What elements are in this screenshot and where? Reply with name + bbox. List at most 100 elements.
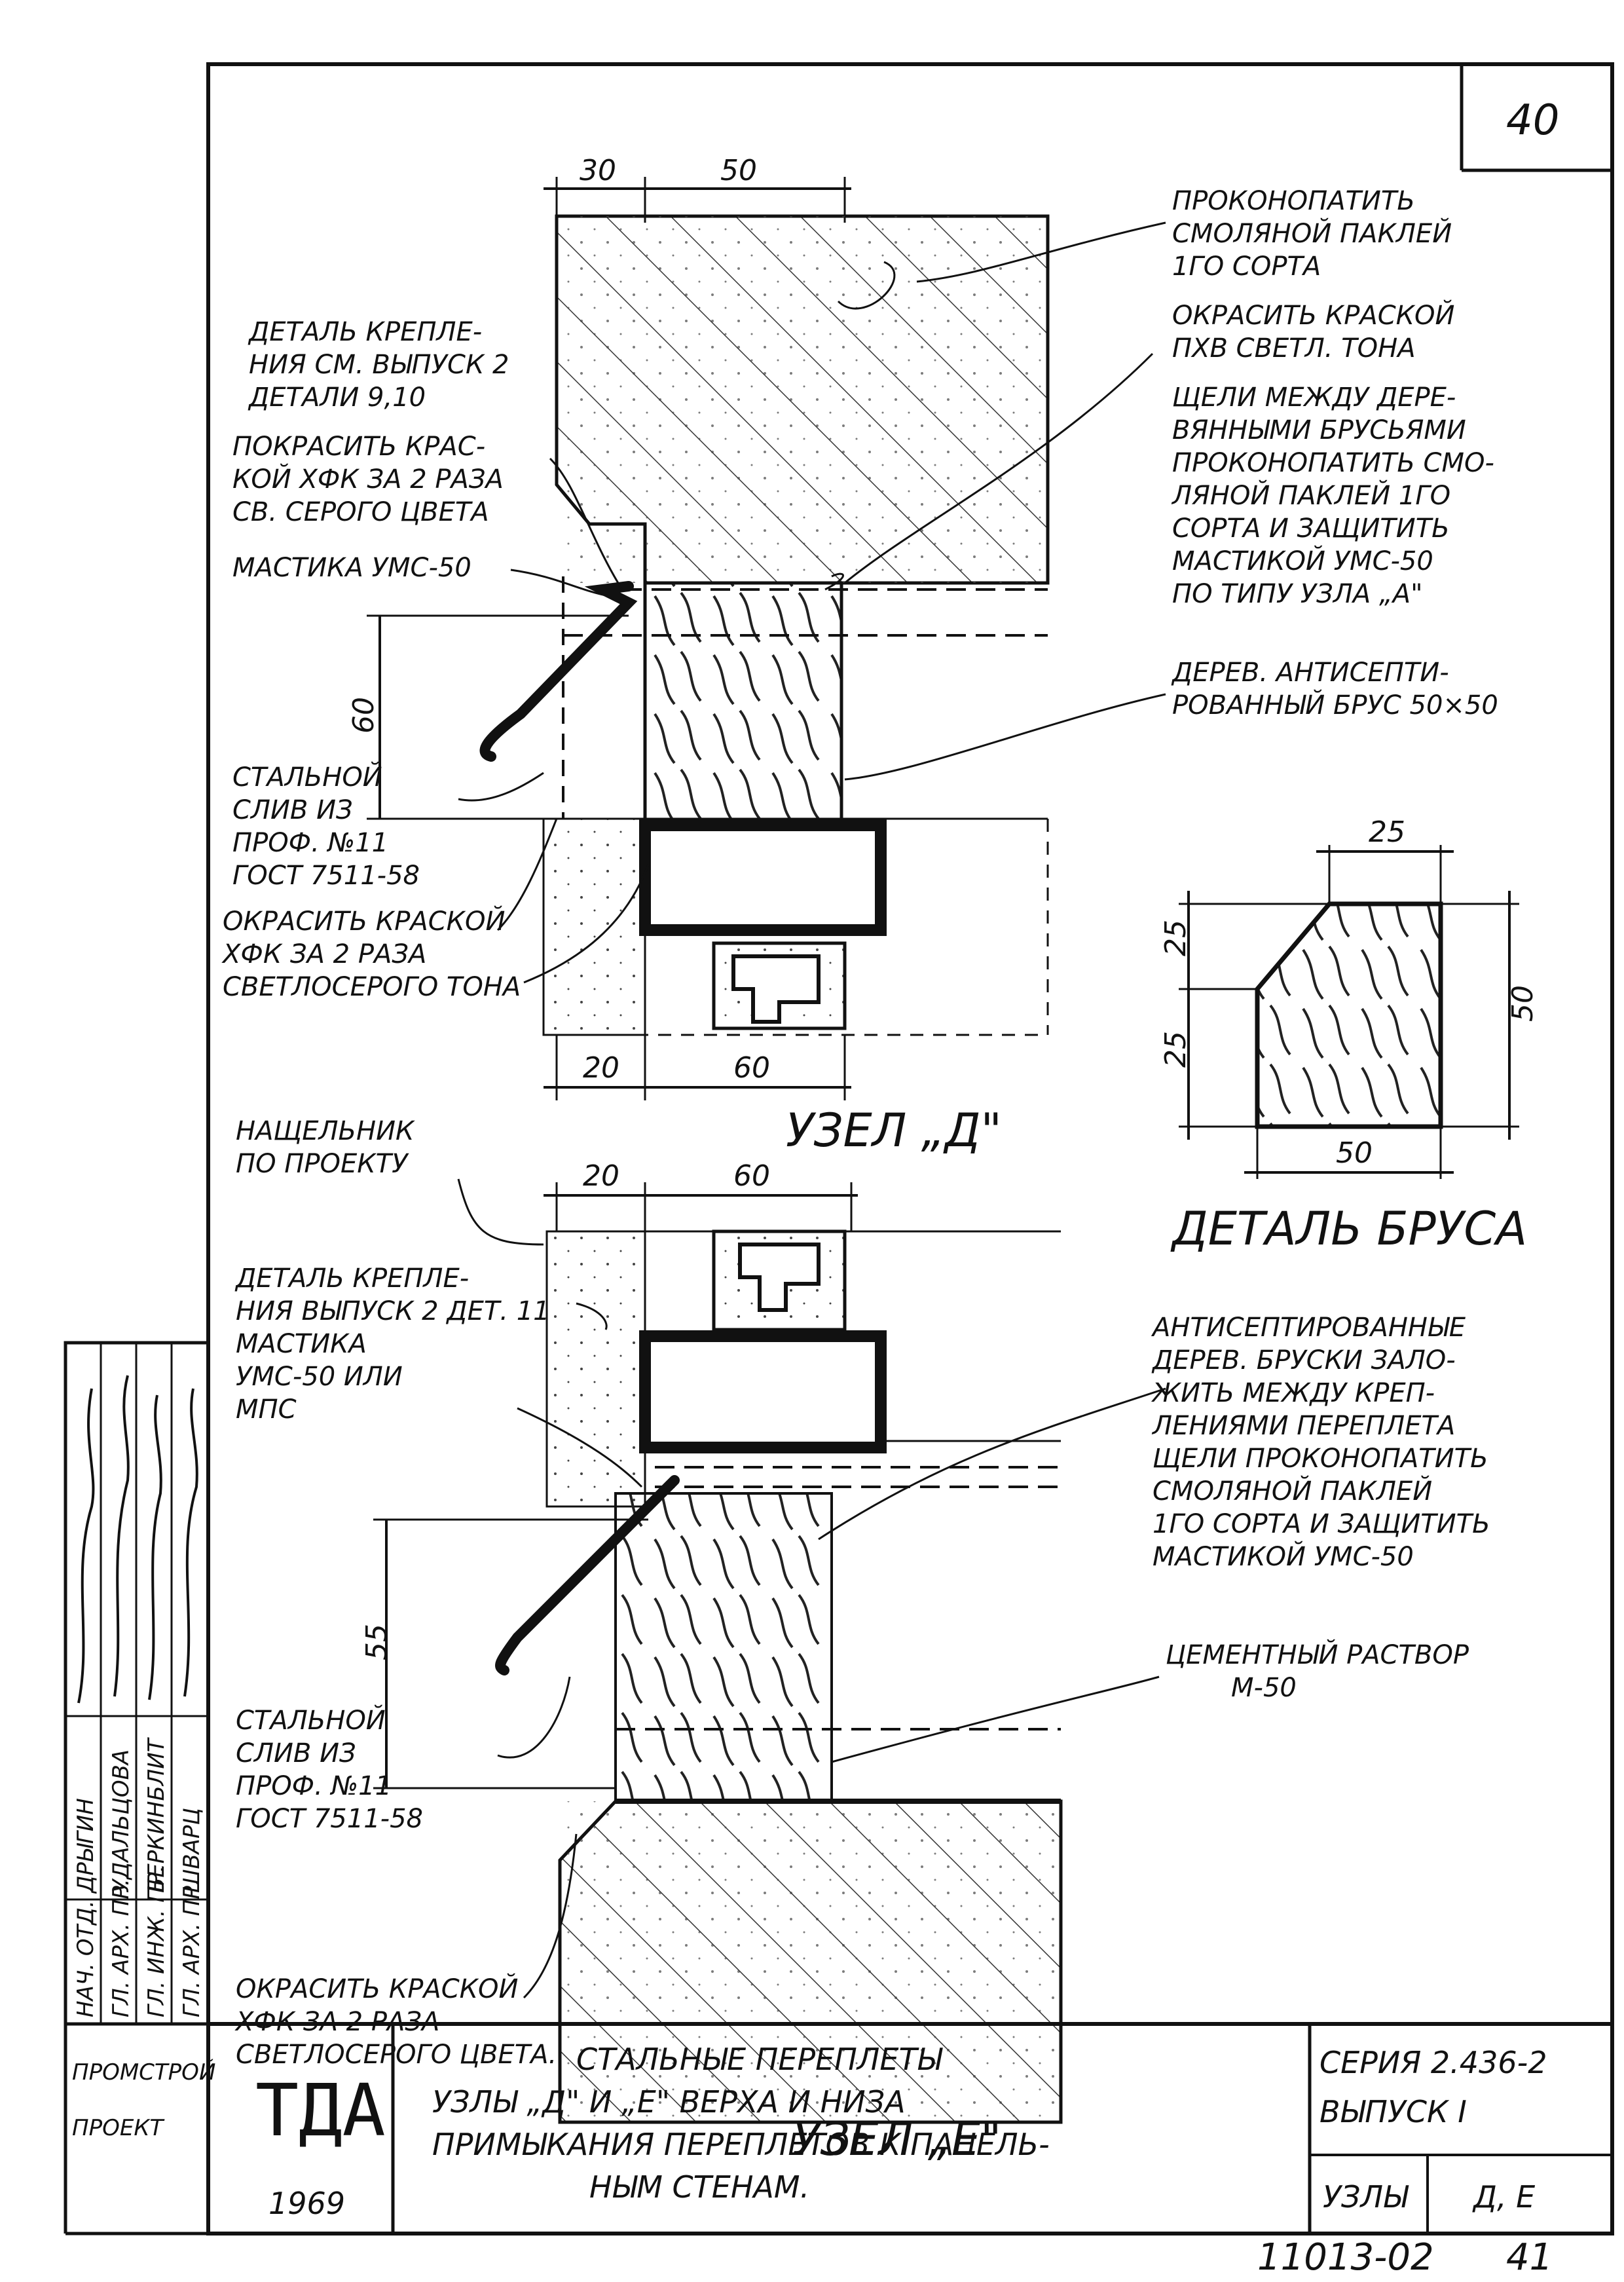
note-e-r9: М-50 xyxy=(1231,1673,1297,1703)
dim-e-top-left: 20 xyxy=(583,1159,619,1193)
node-d-notes-left: ДЕТАЛЬ КРЕПЛЕ- НИЯ СМ. ВЫПУСК 2 ДЕТАЛИ 9… xyxy=(221,317,521,1002)
note-d-l0: ДЕТАЛЬ КРЕПЛЕ- xyxy=(248,317,482,347)
note-d-r13: РОВАННЫЙ БРУС 50×50 xyxy=(1172,689,1498,720)
note-e-l10: ГОСТ 7511-58 xyxy=(236,1804,423,1834)
wood-bar-e xyxy=(614,1492,833,1803)
node-d-title: УЗЕЛ „Д" xyxy=(786,1104,1002,1157)
detail-dim-left-top: 25 xyxy=(1159,920,1192,956)
note-d-l11: ОКРАСИТЬ КРАСКОЙ xyxy=(223,905,505,937)
note-e-r5: СМОЛЯНОЙ ПАКЛЕЙ xyxy=(1153,1475,1432,1506)
series-line-0: СЕРИЯ 2.436-2 xyxy=(1320,2045,1547,2080)
node-d: 30 50 60 20 xyxy=(221,154,1498,1157)
note-d-r1: СМОЛЯНОЙ ПАКЛЕЙ xyxy=(1172,217,1452,249)
steel-flashing-e xyxy=(495,1475,680,1675)
note-e-l13: СВЕТЛОСЕРОГО ЦВЕТА. xyxy=(236,2040,557,2070)
note-e-r3: ЛЕНИЯМИ ПЕРЕПЛЕТА xyxy=(1151,1411,1455,1441)
detail-dim-left-bottom: 25 xyxy=(1159,1031,1192,1068)
role-3: ГЛ. АРХ. ПР. xyxy=(179,1879,205,2017)
note-e-l5: УМС-50 ИЛИ xyxy=(236,1362,403,1392)
nodes-label: УЗЛЫ xyxy=(1323,2179,1409,2215)
logo: ТДА xyxy=(255,2068,386,2152)
node-e-notes-left: НАЩЕЛЬНИК ПО ПРОЕКТУ ДЕТАЛЬ КРЕПЛЕ- НИЯ … xyxy=(234,1116,557,2070)
note-d-l9: ПРОФ. №11 xyxy=(232,828,388,858)
detail-title: ДЕТАЛЬ БРУСА xyxy=(1170,1202,1527,1256)
name-0: ДРЫГИН xyxy=(73,1798,99,1894)
note-e-l2: ДЕТАЛЬ КРЕПЛЕ- xyxy=(234,1263,469,1294)
note-e-l4: МАСТИКА xyxy=(236,1329,367,1359)
title-block: ПРОМСТРОЙ ПРОЕКТ ТДА 1969 СТАЛЬНЫЕ ПЕРЕП… xyxy=(64,2022,1612,2235)
node-e-notes-right: АНТИСЕПТИРОВАННЫЕ ДЕРЕВ. БРУСКИ ЗАЛО- ЖИ… xyxy=(1151,1313,1490,1703)
note-e-l1: ПО ПРОЕКТУ xyxy=(236,1149,409,1179)
note-d-l6: МАСТИКА УМС-50 xyxy=(232,553,471,583)
name-1: УДАЛЬЦОВА xyxy=(108,1749,134,1893)
title-line-3: НЫМ СТЕНАМ. xyxy=(589,2169,809,2205)
year: 1969 xyxy=(268,2186,345,2221)
note-e-r1: ДЕРЕВ. БРУСКИ ЗАЛО- xyxy=(1151,1345,1456,1375)
note-e-l9: ПРОФ. №11 xyxy=(236,1771,392,1801)
note-e-l11: ОКРАСИТЬ КРАСКОЙ xyxy=(236,1973,518,2004)
handwritten-signatures xyxy=(77,1375,198,1704)
name-3: ШВАРЦ xyxy=(179,1808,205,1893)
role-1: ГЛ. АРХ. ПР. xyxy=(108,1879,134,2017)
node-d-leaders xyxy=(458,221,1166,984)
note-d-l2: ДЕТАЛИ 9,10 xyxy=(248,383,426,413)
cover-strip xyxy=(545,1230,646,1508)
note-e-l3: НИЯ ВЫПУСК 2 ДЕТ. 11 xyxy=(236,1296,550,1326)
steel-frame-profile xyxy=(639,819,887,936)
note-d-r6: ВЯННЫМИ БРУСЬЯМИ xyxy=(1172,415,1466,445)
note-e-r6: 1ГО СОРТА И ЗАЩИТИТЬ xyxy=(1153,1509,1490,1539)
title-line-0: СТАЛЬНЫЕ ПЕРЕПЛЕТЫ xyxy=(576,2042,944,2077)
note-d-r2: 1ГО СОРТА xyxy=(1172,252,1321,282)
bottom-page: 41 xyxy=(1506,2236,1553,2279)
node-e-height-dimension: 55 xyxy=(360,1518,648,1789)
detail-dim-top: 25 xyxy=(1369,815,1405,849)
detail-dim-bottom: 50 xyxy=(1336,1136,1373,1170)
note-d-l13: СВЕТЛОСЕРОГО ТОНА xyxy=(223,972,521,1002)
sheet-number: 40 xyxy=(1506,96,1559,145)
detail-bar: 25 25 25 50 50 ДЕТАЛЬ БРУСА xyxy=(1159,815,1540,1256)
note-e-l6: МПС xyxy=(236,1394,297,1425)
note-d-l5: СВ. СЕРОГО ЦВЕТА xyxy=(232,497,489,527)
steel-frame-profile-e xyxy=(639,1330,887,1453)
title-line-1: УЗЛЫ „Д" И „Е" ВЕРХА И НИЗА xyxy=(432,2084,906,2120)
note-d-l4: КОЙ ХФК ЗА 2 РАЗА xyxy=(232,463,504,495)
note-d-l10: ГОСТ 7511-58 xyxy=(232,861,420,891)
name-2: БЕРКИНБЛИТ xyxy=(143,1737,170,1893)
node-e-leaders xyxy=(457,1178,1166,1999)
note-e-r8: ЦЕМЕНТНЫЙ РАСТВОР xyxy=(1166,1639,1469,1670)
note-e-r2: ЖИТЬ МЕЖДУ КРЕП- xyxy=(1151,1378,1435,1408)
note-d-l1: НИЯ СМ. ВЫПУСК 2 xyxy=(249,350,509,380)
note-d-r7: ПРОКОНОПАТИТЬ СМО- xyxy=(1172,448,1494,478)
note-d-l7: СТАЛЬНОЙ xyxy=(232,761,382,793)
note-d-l3: ПОКРАСИТЬ КРАС- xyxy=(232,432,485,462)
node-d-top-dimensions: 30 50 xyxy=(544,154,851,223)
note-d-r5: ЩЕЛИ МЕЖДУ ДЕРЕ- xyxy=(1172,383,1456,413)
series-line-1: ВЫПУСК I xyxy=(1320,2094,1467,2129)
note-d-l12: ХФК ЗА 2 РАЗА xyxy=(221,939,426,969)
note-d-r12: ДЕРЕВ. АНТИСЕПТИ- xyxy=(1171,658,1449,688)
org-line-1: ПРОЕКТ xyxy=(72,2115,164,2141)
signature-strip: НАЧ. ОТД. ГЛ. АРХ. ПР. ГЛ. ИНЖ. ПР. ГЛ. … xyxy=(64,1341,210,2026)
note-d-r10: МАСТИКОЙ УМС-50 xyxy=(1172,545,1433,576)
note-d-l8: СЛИВ ИЗ xyxy=(232,795,353,825)
note-e-r4: ЩЕЛИ ПРОКОНОПАТИТЬ xyxy=(1153,1444,1488,1474)
wood-bar xyxy=(643,581,843,827)
note-e-r7: МАСТИКОЙ УМС-50 xyxy=(1153,1541,1414,1572)
title-line-2: ПРИМЫКАНИЯ ПЕРЕПЛЕТОВ К ПАНЕЛЬ- xyxy=(432,2127,1050,2162)
role-0: НАЧ. ОТД. xyxy=(73,1900,99,2017)
dim-e-height: 55 xyxy=(360,1624,394,1660)
note-d-r9: СОРТА И ЗАЩИТИТЬ xyxy=(1172,514,1450,544)
node-d-notes-right: ПРОКОНОПАТИТЬ СМОЛЯНОЙ ПАКЛЕЙ 1ГО СОРТА … xyxy=(1171,186,1498,720)
dim-d-bottom-right: 60 xyxy=(733,1051,770,1085)
dim-d-bottom-left: 20 xyxy=(583,1051,619,1085)
nodes-value: Д, Е xyxy=(1472,2179,1535,2215)
note-d-r11: ПО ТИПУ УЗЛА „А" xyxy=(1172,579,1422,609)
dim-d-top-left: 30 xyxy=(580,154,616,187)
detail-bar-section xyxy=(1255,901,1443,1129)
node-e-title: УЗЕЛ „Е" xyxy=(792,2112,1001,2166)
note-e-r0: АНТИСЕПТИРОВАННЫЕ xyxy=(1151,1313,1466,1343)
node-d-bottom-dimensions: 20 60 xyxy=(544,1035,851,1100)
note-e-l7: СТАЛЬНОЙ xyxy=(236,1704,386,1736)
role-2: ГЛ. ИНЖ. ПР. xyxy=(143,1865,170,2017)
